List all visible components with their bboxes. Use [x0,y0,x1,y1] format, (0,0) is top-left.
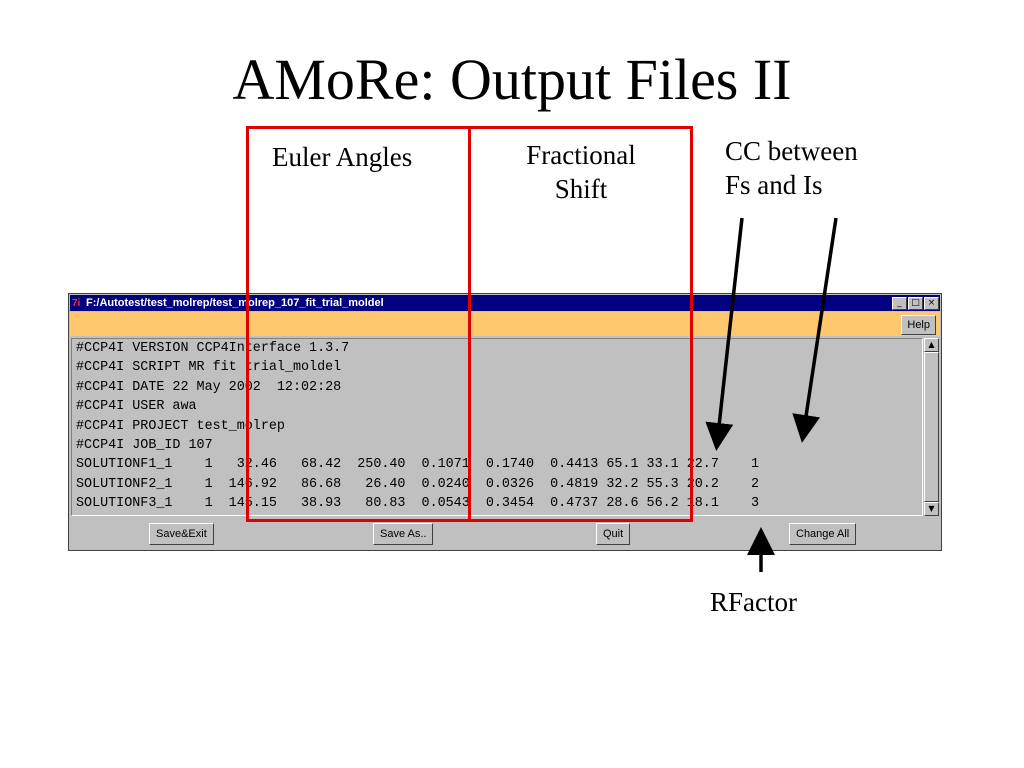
cc-label-line2: Fs and Is [725,169,823,200]
slide-title: AMoRe: Output Files II [232,47,792,112]
change-all-button[interactable]: Change All [789,523,857,545]
cc-label: CC between Fs and Is [725,135,935,203]
cc-arrow-right [792,217,838,443]
fractional-shift-highlight-box [468,126,693,522]
output-line: #CCP4I PROJECT test_molrep [76,418,285,434]
app-icon: 7i [72,297,81,309]
solution-line: SOLUTIONF3_1 1 145.15 38.93 80.83 0.0543… [76,496,760,512]
minimize-icon[interactable]: _ [892,296,907,310]
euler-angles-label: Euler Angles [272,142,413,172]
fractional-shift-line1: Fractional [526,140,636,170]
fractional-shift-label: Fractional Shift [508,139,654,207]
button-bar: Save&Exit Save As.. Quit Change All [70,518,940,550]
scroll-down-icon[interactable]: ▼ [924,502,939,516]
fractional-shift-line2: Shift [554,173,608,204]
ccp4i-window: 7i F:/Autotest/test_molrep/test_molrep_1… [68,293,942,551]
solution-line: SOLUTIONF2_1 1 146.92 86.68 26.40 0.0240… [76,476,760,492]
save-exit-button[interactable]: Save&Exit [149,523,214,545]
help-button[interactable]: Help [901,315,936,335]
save-as-button[interactable]: Save As.. [373,523,434,545]
window-title: F:/Autotest/test_molrep/test_molrep_107_… [86,297,384,309]
scroll-up-icon[interactable]: ▲ [924,338,939,352]
cc-arrow-left [705,217,744,451]
output-line: #CCP4I JOB_ID 107 [76,437,213,453]
output-text-area[interactable]: #CCP4I VERSION CCP4Interface 1.3.7 #CCP4… [71,338,923,516]
vertical-scrollbar[interactable]: ▲ ▼ [924,338,939,516]
rfactor-label: RFactor [710,587,797,617]
maximize-icon[interactable]: □ [908,296,923,310]
scroll-thumb[interactable] [924,352,939,502]
quit-button[interactable]: Quit [596,523,631,545]
toolbar: Help [70,312,940,336]
output-line: #CCP4I DATE 22 May 2002 12:02:28 [76,379,342,395]
output-line: #CCP4I SCRIPT MR fit trial_moldel [76,360,342,376]
window-titlebar[interactable]: 7i F:/Autotest/test_molrep/test_molrep_1… [70,295,940,311]
close-icon[interactable]: × [924,296,939,310]
output-line: #CCP4I USER awa [76,399,197,415]
cc-label-line1: CC between [725,136,858,166]
